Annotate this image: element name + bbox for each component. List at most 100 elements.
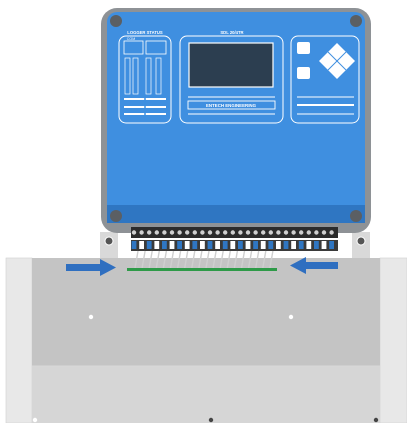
terminal-screw-icon xyxy=(131,230,137,235)
enclosure-left-wall xyxy=(5,257,33,424)
logger-status-title: LOGGER STATUS xyxy=(127,30,163,35)
terminal-slot xyxy=(314,241,319,249)
terminal-screw-icon xyxy=(223,230,228,235)
brand-label: ENTECH ENGINEERING xyxy=(206,103,257,108)
terminal-screw-icon xyxy=(192,230,197,235)
terminal-slot xyxy=(283,241,289,249)
terminal-screw-icon xyxy=(238,230,243,235)
terminal-screw-icon xyxy=(314,230,319,235)
corner-screw-icon xyxy=(110,210,122,222)
terminal-slot xyxy=(207,241,213,249)
corner-screw-icon xyxy=(350,15,362,27)
terminal-slot xyxy=(162,241,167,249)
terminal-slot xyxy=(192,241,198,249)
wire xyxy=(247,250,253,269)
terminal-screw-icon xyxy=(245,230,251,235)
wire xyxy=(233,250,239,269)
terminal-screw-icon xyxy=(200,230,205,235)
terminal-slot xyxy=(298,241,304,249)
terminal-screw-icon xyxy=(207,230,213,235)
terminal-slot xyxy=(184,241,190,249)
panel-outline xyxy=(179,35,284,124)
corner-screw-icon xyxy=(350,210,362,222)
terminal-slot xyxy=(139,241,144,249)
terminal-slot xyxy=(200,241,205,249)
enclosure-right-wall xyxy=(379,257,407,424)
terminal-slot xyxy=(154,241,160,249)
wiring xyxy=(134,250,274,269)
wire xyxy=(262,250,267,269)
terminal-screw-icon xyxy=(261,230,266,235)
wire xyxy=(240,250,246,269)
wire xyxy=(141,250,146,269)
terminal-slot xyxy=(268,241,274,249)
terminal-slot xyxy=(291,241,296,249)
status-header-right xyxy=(145,40,167,55)
terminal-screw-icon xyxy=(299,230,304,235)
terminal-slot xyxy=(222,241,228,249)
wire xyxy=(269,250,274,269)
mounting-hole xyxy=(32,417,38,423)
status-led-column xyxy=(132,57,139,95)
mounting-hole xyxy=(88,314,94,320)
terminal-screw-icon xyxy=(139,230,144,235)
terminal-screw-icon xyxy=(268,230,273,235)
bracket-screw-icon xyxy=(356,236,366,246)
mounting-hole xyxy=(288,314,294,320)
terminal-screw-icon xyxy=(147,230,152,235)
wire xyxy=(134,250,139,269)
enclosure-front-upper xyxy=(32,258,380,366)
terminal-slot xyxy=(260,241,266,249)
terminal-screw-icon xyxy=(253,230,258,235)
wire xyxy=(226,250,231,269)
terminal-screw-icon xyxy=(169,230,175,235)
terminal-slot xyxy=(329,241,334,249)
wire xyxy=(184,250,189,269)
terminal-slot xyxy=(230,241,236,249)
brand-label-box xyxy=(187,100,276,110)
terminal-screw-icon xyxy=(177,230,182,235)
terminal-slot xyxy=(146,241,152,249)
terminal-block xyxy=(131,227,338,251)
terminal-slot xyxy=(245,241,251,249)
terminal-screw-icon xyxy=(276,230,281,235)
wire xyxy=(155,250,160,269)
wire xyxy=(255,250,260,269)
com-label: COM xyxy=(127,37,135,41)
corner-screw-icon xyxy=(110,15,122,27)
terminal-screw-icon xyxy=(283,230,289,235)
status-led-column xyxy=(155,57,162,95)
terminal-screw-icon xyxy=(215,230,220,235)
display-panel: SDL 20/4TR ENTECH ENGINEERING xyxy=(179,30,284,124)
bracket-screw-icon xyxy=(104,236,114,246)
terminal-screw-icon xyxy=(185,230,190,235)
wire xyxy=(148,250,153,269)
terminal-screw-icon xyxy=(230,230,235,235)
mounting-brackets xyxy=(100,232,370,258)
din-rail xyxy=(127,268,277,271)
terminal-screw-icon xyxy=(291,230,296,235)
terminal-slot xyxy=(169,241,175,249)
wire xyxy=(205,250,210,269)
wire xyxy=(212,250,217,269)
status-header-left xyxy=(123,40,144,55)
terminal-screw-icon xyxy=(154,230,159,235)
panel-outline xyxy=(290,35,360,124)
terminal-slot xyxy=(276,241,281,249)
terminal-slot xyxy=(306,241,312,249)
arrow-left-icon xyxy=(290,257,338,274)
terminal-slot xyxy=(238,241,243,249)
enclosure-front-lower xyxy=(32,366,380,423)
terminal-screw-icon xyxy=(306,230,311,235)
wire xyxy=(191,250,196,269)
keypad-panel xyxy=(290,35,360,124)
terminal-slot xyxy=(215,241,220,249)
lcd-screen xyxy=(188,42,274,88)
terminal-slot xyxy=(177,241,182,249)
terminal-slot xyxy=(321,241,327,249)
terminal-screw-icon xyxy=(329,230,334,235)
keypad-button-icon xyxy=(297,67,310,79)
mounting-hole xyxy=(373,417,379,423)
